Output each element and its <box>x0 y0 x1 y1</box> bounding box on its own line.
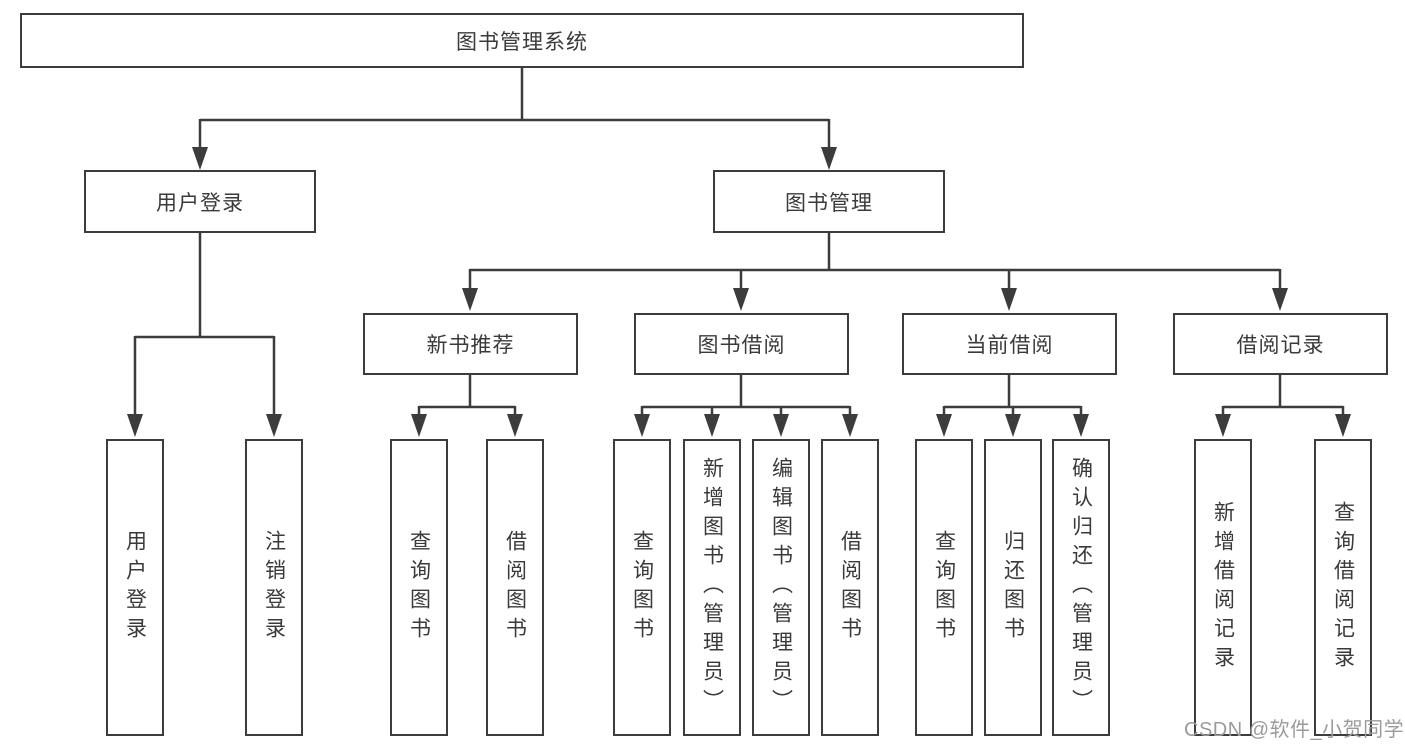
leaf-query-books-current: 查询图书 <box>915 439 973 736</box>
node-user-login: 用户登录 <box>84 170 316 233</box>
leaf-borrow-books: 借阅图书 <box>821 439 879 736</box>
leaf-confirm-return-admin: 确认归还（管理员） <box>1052 439 1110 736</box>
leaf-add-borrow-record: 新增借阅记录 <box>1194 439 1252 736</box>
node-current-borrowing: 当前借阅 <box>902 313 1117 375</box>
node-book-borrowing: 图书借阅 <box>634 313 849 375</box>
leaf-add-book-admin: 新增图书（管理员） <box>683 439 741 736</box>
node-borrowing-records: 借阅记录 <box>1173 313 1388 375</box>
leaf-logout: 注销登录 <box>245 439 303 736</box>
leaf-query-borrow-record: 查询借阅记录 <box>1314 439 1372 736</box>
leaf-borrow-books-recommend: 借阅图书 <box>486 439 544 736</box>
leaf-edit-book-admin: 编辑图书（管理员） <box>752 439 810 736</box>
leaf-user-login: 用户登录 <box>106 439 164 736</box>
leaf-return-book: 归还图书 <box>984 439 1042 736</box>
leaf-query-books-recommend: 查询图书 <box>390 439 448 736</box>
node-book-management: 图书管理 <box>713 170 945 233</box>
node-library-management-system: 图书管理系统 <box>20 13 1024 68</box>
leaf-query-books-borrowing: 查询图书 <box>613 439 671 736</box>
watermark-text: CSDN @软件_小贺同学 <box>1184 719 1405 741</box>
node-new-book-recommendation: 新书推荐 <box>363 313 578 375</box>
